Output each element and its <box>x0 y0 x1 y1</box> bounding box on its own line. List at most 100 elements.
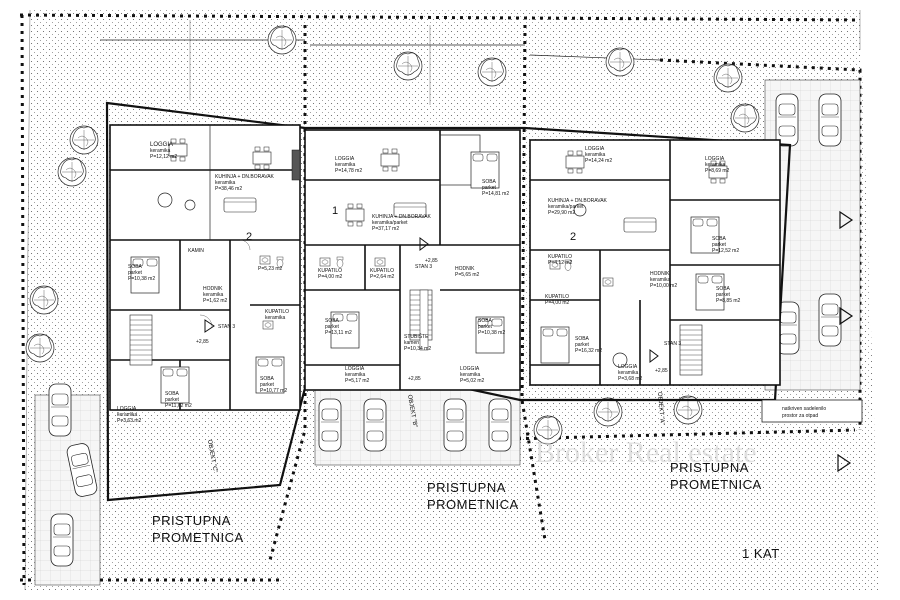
room-area: P=3,68 m2 <box>618 376 643 382</box>
car-icon <box>818 93 842 147</box>
room-label: LOGGIA <box>460 366 480 372</box>
room-area: P=14,24 m2 <box>585 158 612 164</box>
road-label: PROMETNICA <box>152 530 244 545</box>
room-area: P=4,00 m2 <box>545 300 570 306</box>
tree-icon <box>57 157 87 187</box>
room-finish: parket <box>165 397 180 403</box>
car-icon <box>818 293 842 347</box>
room-label: LOGGIA <box>345 366 365 372</box>
room-label: SOBA <box>165 391 180 397</box>
room-finish: keramika <box>705 162 726 168</box>
room-area: P=13,11 m2 <box>325 330 352 336</box>
room-finish: parket <box>575 342 590 348</box>
entrance-marker-icon <box>839 210 854 230</box>
room-label: SOBA <box>575 336 590 342</box>
room-area: P=4,00 m2 <box>318 274 343 280</box>
room-area: P=10,77 m2 <box>260 388 287 394</box>
room-label: KAMIN <box>188 248 204 254</box>
parking-b <box>314 389 521 466</box>
car-icon <box>443 398 467 452</box>
room-finish: parket <box>128 270 143 276</box>
room-finish: keramika <box>150 148 171 154</box>
room-label: KUPATILO <box>548 254 572 260</box>
room-label: LOGGIA <box>335 156 355 162</box>
room-finish: parket <box>716 292 731 298</box>
car-icon <box>318 398 342 452</box>
tree-icon <box>25 333 55 363</box>
room-label: LOGGIA <box>705 156 725 162</box>
waste-area <box>761 399 863 423</box>
room-finish: keramika <box>215 180 236 186</box>
room-label: SOBA <box>260 376 275 382</box>
room-finish: keramika <box>265 315 286 321</box>
unit-number: 1 <box>332 205 338 217</box>
room-area: P=11,62 m2 <box>165 403 192 409</box>
room-label: HODNIK <box>203 286 223 292</box>
room-area: P=8,85 m2 <box>716 298 741 304</box>
entrance-marker-icon <box>419 237 429 251</box>
floor-label: 1 KAT <box>742 546 780 561</box>
room-label: SOBA <box>325 318 340 324</box>
tree-icon <box>713 63 743 93</box>
room-finish: keramika <box>117 412 138 418</box>
room-finish: parket <box>478 324 493 330</box>
room-finish: kamen <box>404 340 419 346</box>
room-finish: parket <box>482 185 497 191</box>
room-finish: keramika/parket <box>372 220 408 226</box>
parcel-boundary-a-bottom <box>469 428 856 442</box>
car-icon <box>775 93 799 147</box>
entrance-marker-icon <box>649 349 659 363</box>
room-area: P=29,90 m2 <box>548 210 575 216</box>
room-label: LOGGIA <box>618 364 638 370</box>
room-label: HODNIK <box>455 266 475 272</box>
room-finish: parket <box>260 382 275 388</box>
building-b <box>304 129 521 391</box>
room-finish: keramika <box>460 372 481 378</box>
room-finish: keramika <box>335 162 356 168</box>
room-finish: keramika <box>618 370 639 376</box>
room-finish: keramika/parket <box>548 204 584 210</box>
room-label: SOBA <box>482 179 497 185</box>
car-icon <box>488 398 512 452</box>
room-area: P=14,78 m2 <box>335 168 362 174</box>
room-area: P=12,12 m2 <box>150 154 177 160</box>
building-label-b: OBJEKT "B" <box>406 394 418 428</box>
waste-label: natkriven sadelenilo <box>782 406 826 412</box>
road-label: PRISTUPNA <box>152 513 231 528</box>
room-finish: parket <box>712 242 727 248</box>
unit-label: STAN 3 <box>415 264 432 270</box>
unit-label: STAN 3 <box>218 324 235 330</box>
room-finish: parket <box>325 324 340 330</box>
unit-label: STAN 3 <box>664 341 681 347</box>
road-label: PRISTUPNA <box>670 460 749 475</box>
car-icon <box>48 383 72 437</box>
level-mark: +2,85 <box>408 376 421 382</box>
level-mark: +2,85 <box>655 368 668 374</box>
room-area: P=10,38 m2 <box>128 276 155 282</box>
room-area: P=4,12 m2 <box>548 260 573 266</box>
room-label: KUHINJA + DN.BORAVAK <box>548 198 608 204</box>
room-finish: keramika <box>585 152 606 158</box>
room-area: P=5,65 m2 <box>455 272 480 278</box>
room-finish: keramika <box>203 292 224 298</box>
room-label: KUHINJA + DN.BORAVAK <box>215 174 275 180</box>
room-area: P=12,52 m2 <box>712 248 739 254</box>
tree-icon <box>593 397 623 427</box>
level-mark: +2,85 <box>196 339 209 345</box>
tree-icon <box>393 51 423 81</box>
room-area: P=2,64 m2 <box>370 274 395 280</box>
tree-icon <box>477 57 507 87</box>
room-label: SOBA <box>712 236 727 242</box>
room-area: P=1,62 m2 <box>203 298 228 304</box>
room-area: P=14,81 m2 <box>482 191 509 197</box>
room-area: P=10,38 m2 <box>478 330 505 336</box>
entrance-marker-icon <box>204 319 215 333</box>
room-label: LOGGIA <box>117 406 137 412</box>
waste-label: prostor za otpad <box>782 413 818 419</box>
room-label: SOBA <box>478 318 493 324</box>
room-area: P=5,02 m2 <box>460 378 485 384</box>
room-label: KUPATILO <box>318 268 342 274</box>
room-label: SOBA <box>716 286 731 292</box>
